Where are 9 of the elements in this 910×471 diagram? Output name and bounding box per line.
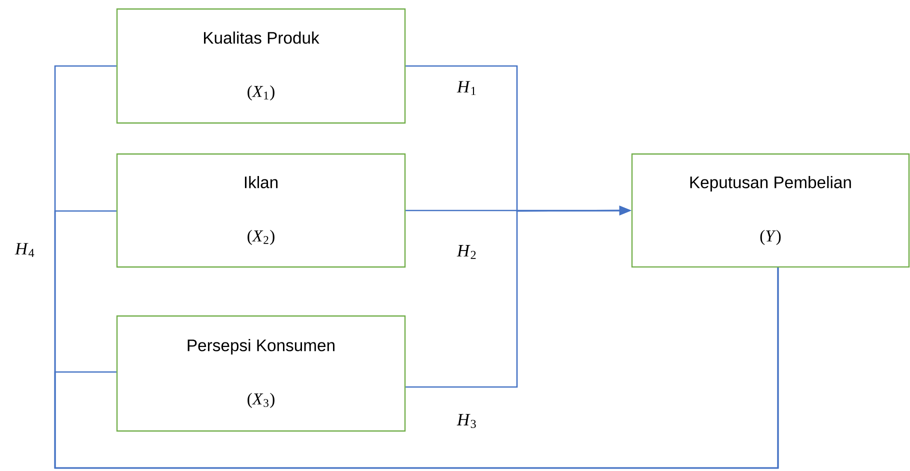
connector	[54, 268, 779, 469]
process-box: Keputusan Pembelian (Y)	[631, 153, 910, 268]
edge-label: H$_{4}$	[14, 242, 36, 258]
edge-label: H$_{2}$	[456, 244, 478, 260]
process-box: Persepsi Konsumen (X$_{3}$)	[116, 315, 406, 432]
process-box: Kualitas Produk (X$_{1}$)	[116, 8, 406, 124]
edge-label: H$_{1}$	[456, 80, 478, 96]
edge-label: H$_{3}$	[456, 412, 478, 430]
process-box: Iklan (X$_{2}$)	[116, 153, 406, 268]
